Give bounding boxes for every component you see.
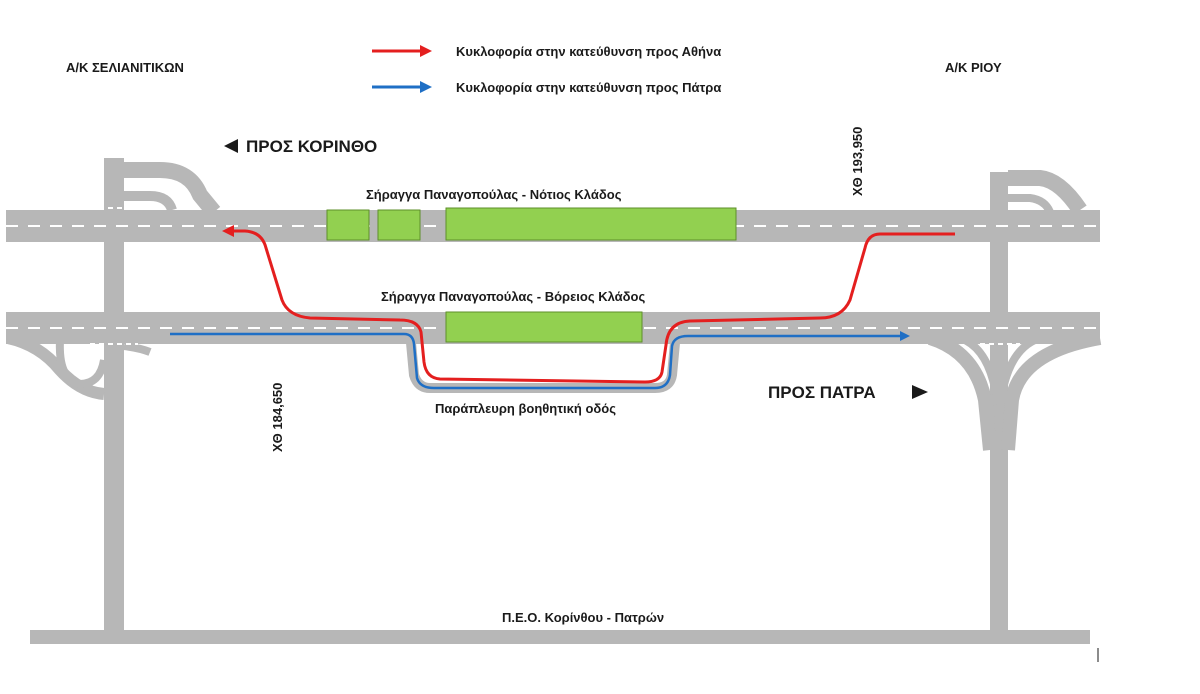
- left-junction-ramp-top: [124, 162, 221, 218]
- right-junction-ramp-top: [1008, 170, 1087, 215]
- direction-korinthos-label: ΠΡΟΣ ΚΟΡΙΝΘΟ: [246, 137, 377, 156]
- tunnels: [326, 207, 737, 343]
- left-junction-ramp-right: [123, 342, 152, 356]
- north-tunnel-label: Σήραγγα Παναγοπούλας - Βόρειος Κλάδος: [381, 289, 645, 304]
- north-tunnel: [445, 311, 643, 343]
- left-junction-loop-top: [124, 191, 177, 212]
- right-junction-loop-top: [1008, 194, 1054, 214]
- patra-route-line: [170, 331, 910, 390]
- direction-patra-label: ΠΡΟΣ ΠΑΤΡΑ: [768, 383, 876, 402]
- south-tunnel-segment-2: [377, 209, 421, 241]
- direction-korinthos-icon: [224, 139, 238, 153]
- chainage-east-label: ΧΘ 193,950: [850, 127, 865, 196]
- left-junction-loop-bottom: [55, 339, 108, 389]
- routes: [170, 225, 955, 390]
- national-road: [30, 630, 1090, 644]
- legend-patra-label: Κυκλοφορία στην κατεύθυνση προς Πάτρα: [456, 80, 721, 95]
- direction-patra-icon: [912, 385, 928, 399]
- left-cross-road: [104, 158, 124, 638]
- right-junction-label: Α/Κ ΡΙΟΥ: [945, 60, 1002, 75]
- south-tunnel-label: Σήραγγα Παναγοπούλας - Νότιος Κλάδος: [366, 187, 622, 202]
- chainage-west-label: ΧΘ 184,650: [270, 383, 285, 452]
- legend-athens-label: Κυκλοφορία στην κατεύθυνση προς Αθήνα: [456, 44, 721, 59]
- left-junction-label: Α/Κ ΣΕΛΙΑΝΙΤΙΚΩΝ: [66, 60, 184, 75]
- side-road-label: Παράπλευρη βοηθητική οδός: [435, 401, 616, 416]
- south-tunnel-segment-3: [445, 207, 737, 241]
- national-road-label: Π.Ε.Ο. Κορίνθου - Πατρών: [502, 610, 664, 625]
- south-tunnel-segment-1: [326, 209, 370, 241]
- legend: Κυκλοφορία στην κατεύθυνση προς Αθήνα Κυ…: [372, 44, 721, 95]
- athens-route-line: [222, 225, 955, 384]
